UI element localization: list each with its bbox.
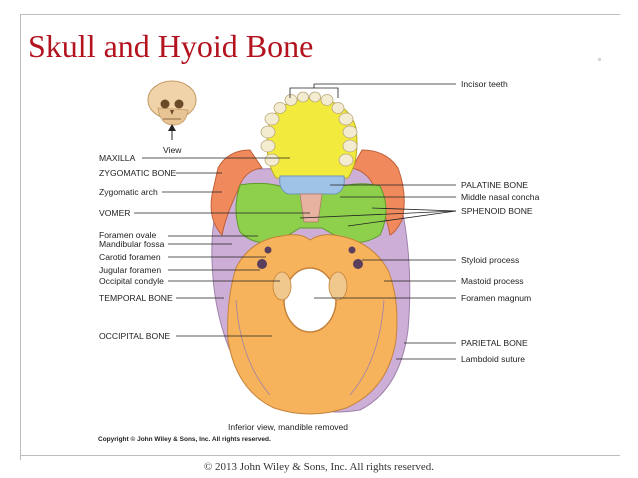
label-zygomatic-bone: ZYGOMATIC BONE [99, 168, 176, 178]
occipital-condyle-right [328, 271, 348, 301]
slide-title: Skull and Hyoid Bone [28, 28, 314, 64]
slide-footer: © 2013 John Wiley & Sons, Inc. All right… [203, 461, 435, 473]
label-middle-nasal-concha: Middle nasal concha [461, 192, 540, 202]
label-lambdoid-suture: Lambdoid suture [461, 354, 525, 364]
label-sphenoid-bone: SPHENOID BONE [461, 206, 533, 216]
skull-inferior-view [210, 91, 411, 415]
view-arrow [168, 124, 176, 140]
incisor-bracket [289, 83, 456, 98]
right-leader-lines [299, 184, 457, 360]
slide-frame-left [20, 14, 21, 460]
zygomatic-bone-left [210, 149, 263, 237]
label-maxilla: MAXILLA [99, 153, 136, 163]
foramen-magnum-hole [283, 267, 337, 333]
label-incisor-teeth: Incisor teeth [461, 79, 508, 89]
jugular-foramen-right [353, 259, 363, 269]
label-foramen-magnum: Foramen magnum [461, 293, 531, 303]
label-zygomatic-arch: Zygomatic arch [99, 187, 158, 197]
slide-frame-bottom [20, 455, 620, 456]
label-styloid-process: Styloid process [461, 255, 519, 265]
label-mastoid-process: Mastoid process [461, 276, 524, 286]
thumbnail-skull [147, 80, 197, 126]
jugular-foramen-left [257, 259, 267, 269]
slide-frame-top [20, 14, 620, 15]
slide-ornament [598, 58, 601, 61]
label-foramen-ovale: Foramen ovale [99, 230, 157, 240]
thumbnail-view-label: View [163, 145, 182, 155]
label-parietal-bone: PARIETAL BONE [461, 338, 528, 348]
carotid-foramen-right [348, 246, 356, 254]
label-palatine-bone: PALATINE BONE [461, 180, 528, 190]
occipital-condyle-left [272, 271, 292, 301]
label-carotid-foramen: Carotid foramen [99, 252, 161, 262]
figure-caption: Inferior view, mandible removed [228, 422, 349, 432]
palatine-region [279, 175, 345, 195]
figure-copyright: Copyright © John Wiley & Sons, Inc. All … [98, 436, 271, 443]
label-mandibular-fossa: Mandibular fossa [99, 239, 165, 249]
left-leader-lines [134, 157, 310, 337]
teeth-row [260, 91, 358, 167]
label-jugular-foramen: Jugular foramen [99, 265, 161, 275]
label-vomer: VOMER [99, 208, 131, 218]
label-temporal-bone: TEMPORAL BONE [99, 293, 173, 303]
label-occipital-bone: OCCIPITAL BONE [99, 331, 170, 341]
label-occipital-condyle: Occipital condyle [99, 276, 164, 286]
carotid-foramen-left [264, 246, 272, 254]
